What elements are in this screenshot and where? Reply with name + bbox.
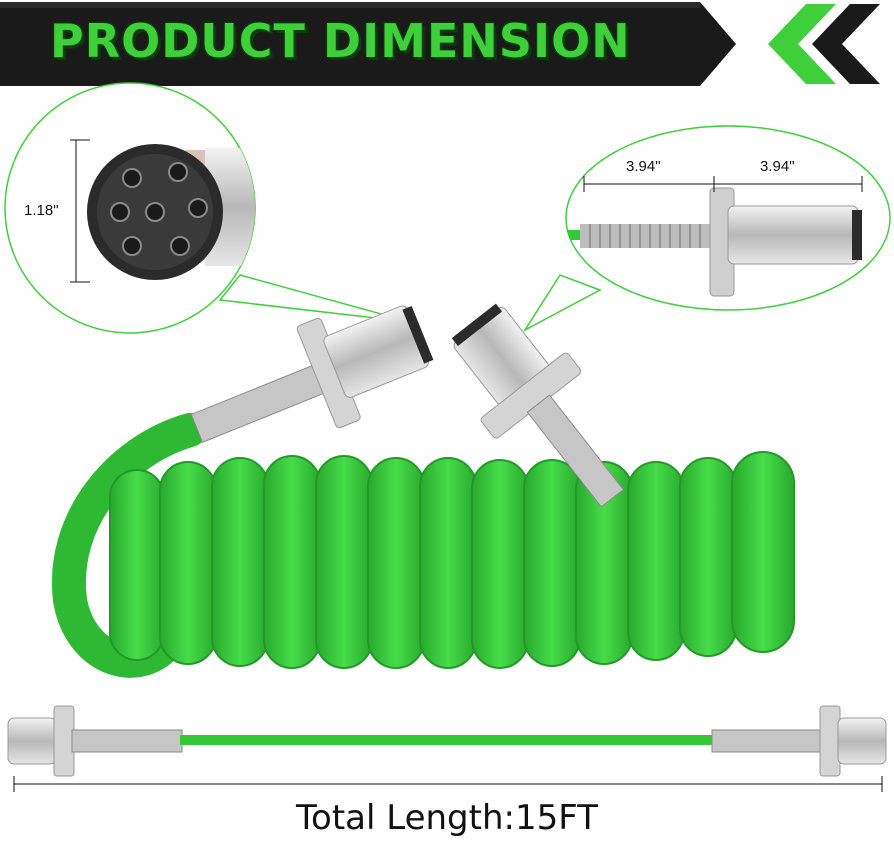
chevron-left-icon: [768, 4, 880, 84]
socket-diameter-label: 1.18": [24, 202, 59, 219]
plug-right-length-label: 3.94": [760, 158, 795, 175]
straight-cable: [7, 705, 887, 792]
header-banner: PRODUCT DIMENSION: [0, 0, 894, 86]
banner-background: [0, 2, 880, 86]
plug-left-length-label: 3.94": [626, 158, 661, 175]
coiled-cable: [51, 303, 795, 678]
total-length-label: Total Length:15FT: [296, 798, 598, 838]
socket-callout: [4, 82, 411, 334]
page-title: PRODUCT DIMENSION: [50, 14, 631, 68]
plug-callout: [522, 125, 891, 333]
